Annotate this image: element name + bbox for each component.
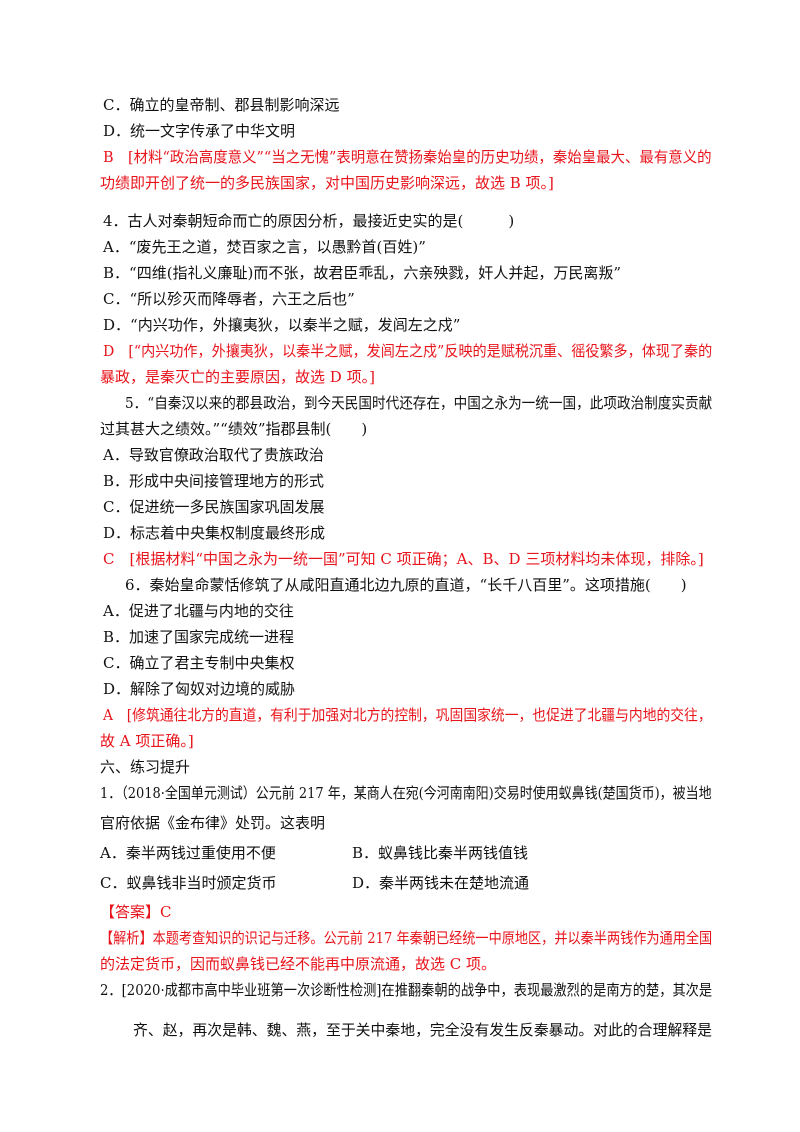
q4-option-d: D．“内兴功作，外攘夷狄，以秦半之赋，发闾左之戍”: [103, 316, 461, 334]
p1-stem-cont: 官府依据《金布律》处罚。这表明: [100, 814, 326, 832]
q4-answer-cont: 暴政，是秦灭亡的主要原因，故选 D 项。]: [100, 368, 375, 386]
q3-answer: B [材料“政治高度意义”“当之无愧”表明意在赞扬秦始皇的历史功绩，秦始皇最大、…: [103, 148, 712, 166]
p1-analysis-cont: 的法定货币，因而蚁鼻钱已经不能再中原流通，故选 C 项。: [100, 955, 497, 973]
p2-stem-cont: 齐、赵，再次是韩、魏、燕，至于关中秦地，完全没有发生反秦暴动。对此的合理解释是: [133, 1021, 712, 1039]
q6-answer-cont: 故 A 项正确。]: [100, 732, 194, 750]
p1-option-a: A．秦半两钱过重使用不便: [100, 844, 276, 862]
q5-option-b: B．形成中央间接管理地方的形式: [103, 472, 325, 490]
q6-stem: 6．秦始皇命蒙恬修筑了从咸阳直通北边九原的直道，“长千八百里”。这项措施( ): [125, 576, 687, 594]
q6-option-a: A．促进了北疆与内地的交往: [103, 602, 294, 620]
q4-option-b: B．“四维(指礼义廉耻)而不张，故君臣乖乱，六亲殃戮，奸人并起，万民离叛”: [103, 264, 622, 282]
q3-option-d: D．统一文字传承了中华文明: [103, 122, 296, 140]
p1-answer: 【答案】C: [100, 903, 172, 921]
q6-option-c: C．确立了君主专制中央集权: [103, 654, 295, 672]
p1-analysis: 【解析】本题考查知识的识记与迁移。公元前 217 年秦朝已经统一中原地区，并以秦…: [100, 929, 713, 947]
p2-stem: 2．[2020·成都市高中毕业班第一次诊断性检测]在推翻秦朝的战争中，表现最激烈…: [100, 981, 713, 999]
p1-option-b: B．蚁鼻钱比秦半两钱值钱: [352, 844, 529, 862]
p1-option-d: D．秦半两钱未在楚地流通: [352, 874, 530, 892]
q4-stem: 4．古人对秦朝短命而亡的原因分析，最接近史实的是( ): [103, 212, 515, 230]
q3-option-c: C．确立的皇帝制、郡县制影响深远: [103, 96, 340, 114]
q5-stem: 5．“自秦汉以来的郡县政治，到今天民国时代还存在，中国之永为一统一国，此项政治制…: [125, 394, 713, 412]
q4-option-c: C．“所以殄灭而降辱者，六王之后也”: [103, 290, 355, 308]
section-heading: 六、练习提升: [100, 758, 191, 776]
q5-option-d: D．标志着中央集权制度最终形成: [103, 524, 326, 542]
q5-option-c: C．促进统一多民族国家巩固发展: [103, 498, 325, 516]
q6-answer: A [修筑通往北方的直道，有利于加强对北方的控制，巩固国家统一，也促进了北疆与内…: [103, 706, 712, 724]
q5-answer: C [根据材料“中国之永为一统一国”可知 C 项正确；A、B、D 三项材料均未体…: [103, 550, 704, 568]
p1-stem: 1．（2018·全国单元测试）公元前 217 年，某商人在宛(今河南南阳)交易时…: [100, 784, 712, 802]
q5-stem-cont: 过其甚大之绩效。”“绩效”指郡县制( ): [100, 420, 368, 438]
q4-answer: D [“内兴功作，外攘夷狄，以秦半之赋，发闾左之戍”反映的是赋税沉重、徭役繁多，…: [103, 342, 713, 360]
p1-option-c: C．蚁鼻钱非当时颁定货币: [100, 874, 277, 892]
q3-answer-cont: 功绩即开创了统一的多民族国家，对中国历史影响深远，故选 B 项。]: [100, 174, 554, 192]
q6-option-d: D．解除了匈奴对边境的威胁: [103, 680, 296, 698]
q6-option-b: B．加速了国家完成统一进程: [103, 628, 295, 646]
q5-option-a: A．导致官僚政治取代了贵族政治: [103, 446, 324, 464]
q4-option-a: A．“废先王之道，焚百家之言，以愚黔首(百姓)”: [103, 238, 426, 256]
